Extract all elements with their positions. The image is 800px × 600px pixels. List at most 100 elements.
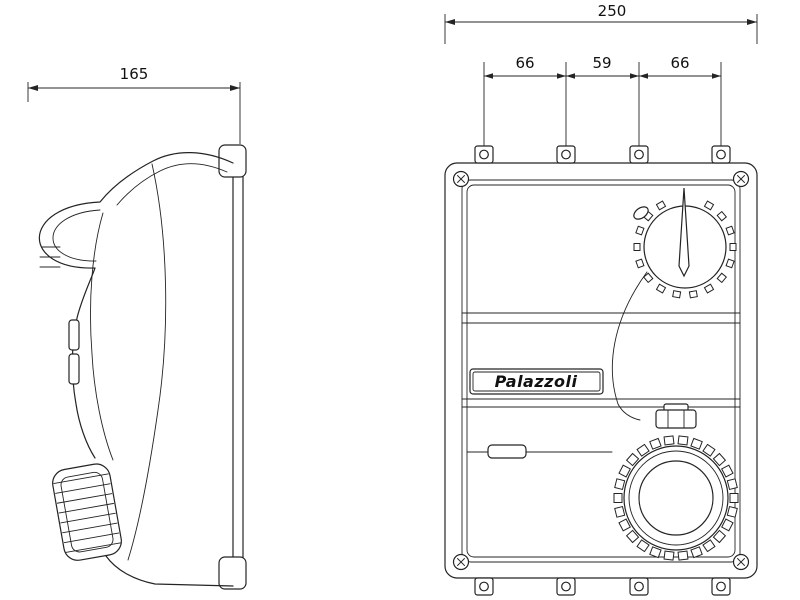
corner-screw: [452, 170, 470, 188]
dial-ticks: [633, 200, 737, 299]
socket-face: [638, 460, 714, 536]
dial-tick: [703, 283, 715, 294]
dial-needle: [678, 187, 690, 278]
knurl-segment: [702, 443, 716, 457]
side-body-outline: [38, 152, 234, 459]
back-plate: [232, 149, 244, 589]
brand-plate: [469, 368, 604, 395]
side-lid-inner-curve: [116, 163, 228, 206]
side-lid-seam: [127, 163, 167, 561]
knurl-segment: [729, 493, 739, 503]
side-view: 165: [27, 65, 247, 590]
knurl-segment: [712, 452, 727, 467]
arrowhead: [639, 73, 648, 79]
cylinder-rib: [55, 483, 111, 494]
dim-depth-label: 165: [120, 65, 149, 83]
dimension-250: 250: [444, 2, 758, 44]
front-view: 250 66 59 66: [444, 2, 758, 596]
mounting-tab-top: [629, 145, 649, 164]
knurl-segment: [712, 529, 727, 544]
cable-gland: [487, 444, 527, 459]
dimension-tab-spacing: 66 59 66: [483, 54, 722, 146]
mounting-tab-bottom: [556, 577, 576, 596]
dial-tick: [635, 225, 645, 236]
knurl-segment: [702, 539, 716, 553]
arrowhead: [445, 19, 455, 25]
dial-tick: [642, 272, 654, 284]
knurl-segment: [663, 550, 675, 561]
mounting-tab-bottom: [629, 577, 649, 596]
knurl-segment: [613, 493, 623, 503]
dim-width-label: 250: [598, 2, 627, 20]
knurl-segment: [677, 550, 689, 561]
corner-screw: [452, 553, 470, 571]
dial-tick: [716, 272, 728, 284]
dial-tick: [633, 243, 641, 251]
cylinder-rib: [60, 512, 116, 524]
knurl-segment: [726, 478, 738, 491]
knurl-segment: [625, 452, 640, 467]
lid-outline-inner: [466, 184, 736, 558]
knurl-segment: [726, 505, 738, 518]
dial-tick: [725, 258, 735, 269]
arrowhead: [28, 85, 38, 91]
cylinder-rib: [58, 502, 114, 514]
dial-tick: [655, 283, 667, 294]
dial-marker-ellipse: [633, 206, 649, 220]
arrowhead: [712, 73, 721, 79]
knurl-segment: [690, 437, 703, 450]
side-latch-upper: [68, 319, 80, 351]
knurl-segment: [636, 443, 650, 457]
knurl-segment: [618, 464, 631, 478]
knurl-segment: [690, 546, 703, 559]
socket-hinge: [655, 403, 697, 429]
side-body-bottom: [105, 555, 234, 587]
side-top-tab: [218, 144, 247, 178]
knurl-segment: [663, 435, 675, 446]
arrowhead: [484, 73, 493, 79]
arrowhead: [630, 73, 639, 79]
dim-spacing-right-label: 66: [670, 54, 689, 72]
side-vent-slots: [39, 246, 61, 268]
knurl-segment: [677, 435, 689, 446]
knurl-segment: [649, 437, 662, 450]
dial-tick: [688, 290, 698, 299]
mounting-tab-bottom: [474, 577, 494, 596]
knurl-segment: [614, 505, 626, 518]
cylinder-rib: [56, 493, 113, 504]
socket: [613, 435, 739, 561]
timer-dial: [611, 187, 737, 421]
brand-plate-inner: [472, 371, 601, 392]
brand-text: Palazzoli: [495, 372, 578, 391]
mounting-tab-top: [556, 145, 576, 164]
side-front-inner-edge: [90, 212, 114, 461]
arrowhead: [557, 73, 566, 79]
knurl-segment: [636, 539, 650, 553]
cylinder-rib: [62, 522, 118, 534]
corner-screw: [732, 170, 750, 188]
cylinder-rib: [53, 473, 109, 484]
mounting-tab-top: [474, 145, 494, 164]
dim-spacing-center-label: 59: [592, 54, 611, 72]
arrowhead: [566, 73, 575, 79]
socket-ring-inner: [628, 450, 724, 546]
socket-knurl: [613, 435, 739, 561]
side-dome-inner: [52, 209, 101, 262]
dial-tick: [655, 200, 667, 211]
side-bottom-tab: [218, 556, 247, 590]
side-latch-lower: [68, 353, 80, 385]
cylinder-inner: [60, 471, 114, 553]
hinge-body: [655, 409, 697, 429]
knurl-segment: [649, 546, 662, 559]
corner-screw: [732, 553, 750, 571]
dim-spacing-left-label: 66: [515, 54, 534, 72]
lid-outline-outer: [461, 179, 741, 563]
arrowhead: [230, 85, 240, 91]
dial-tick: [635, 258, 645, 269]
knurl-segment: [618, 518, 631, 532]
arrowhead: [747, 19, 757, 25]
dimension-165: 165: [27, 65, 241, 144]
dial-tick: [729, 243, 737, 251]
